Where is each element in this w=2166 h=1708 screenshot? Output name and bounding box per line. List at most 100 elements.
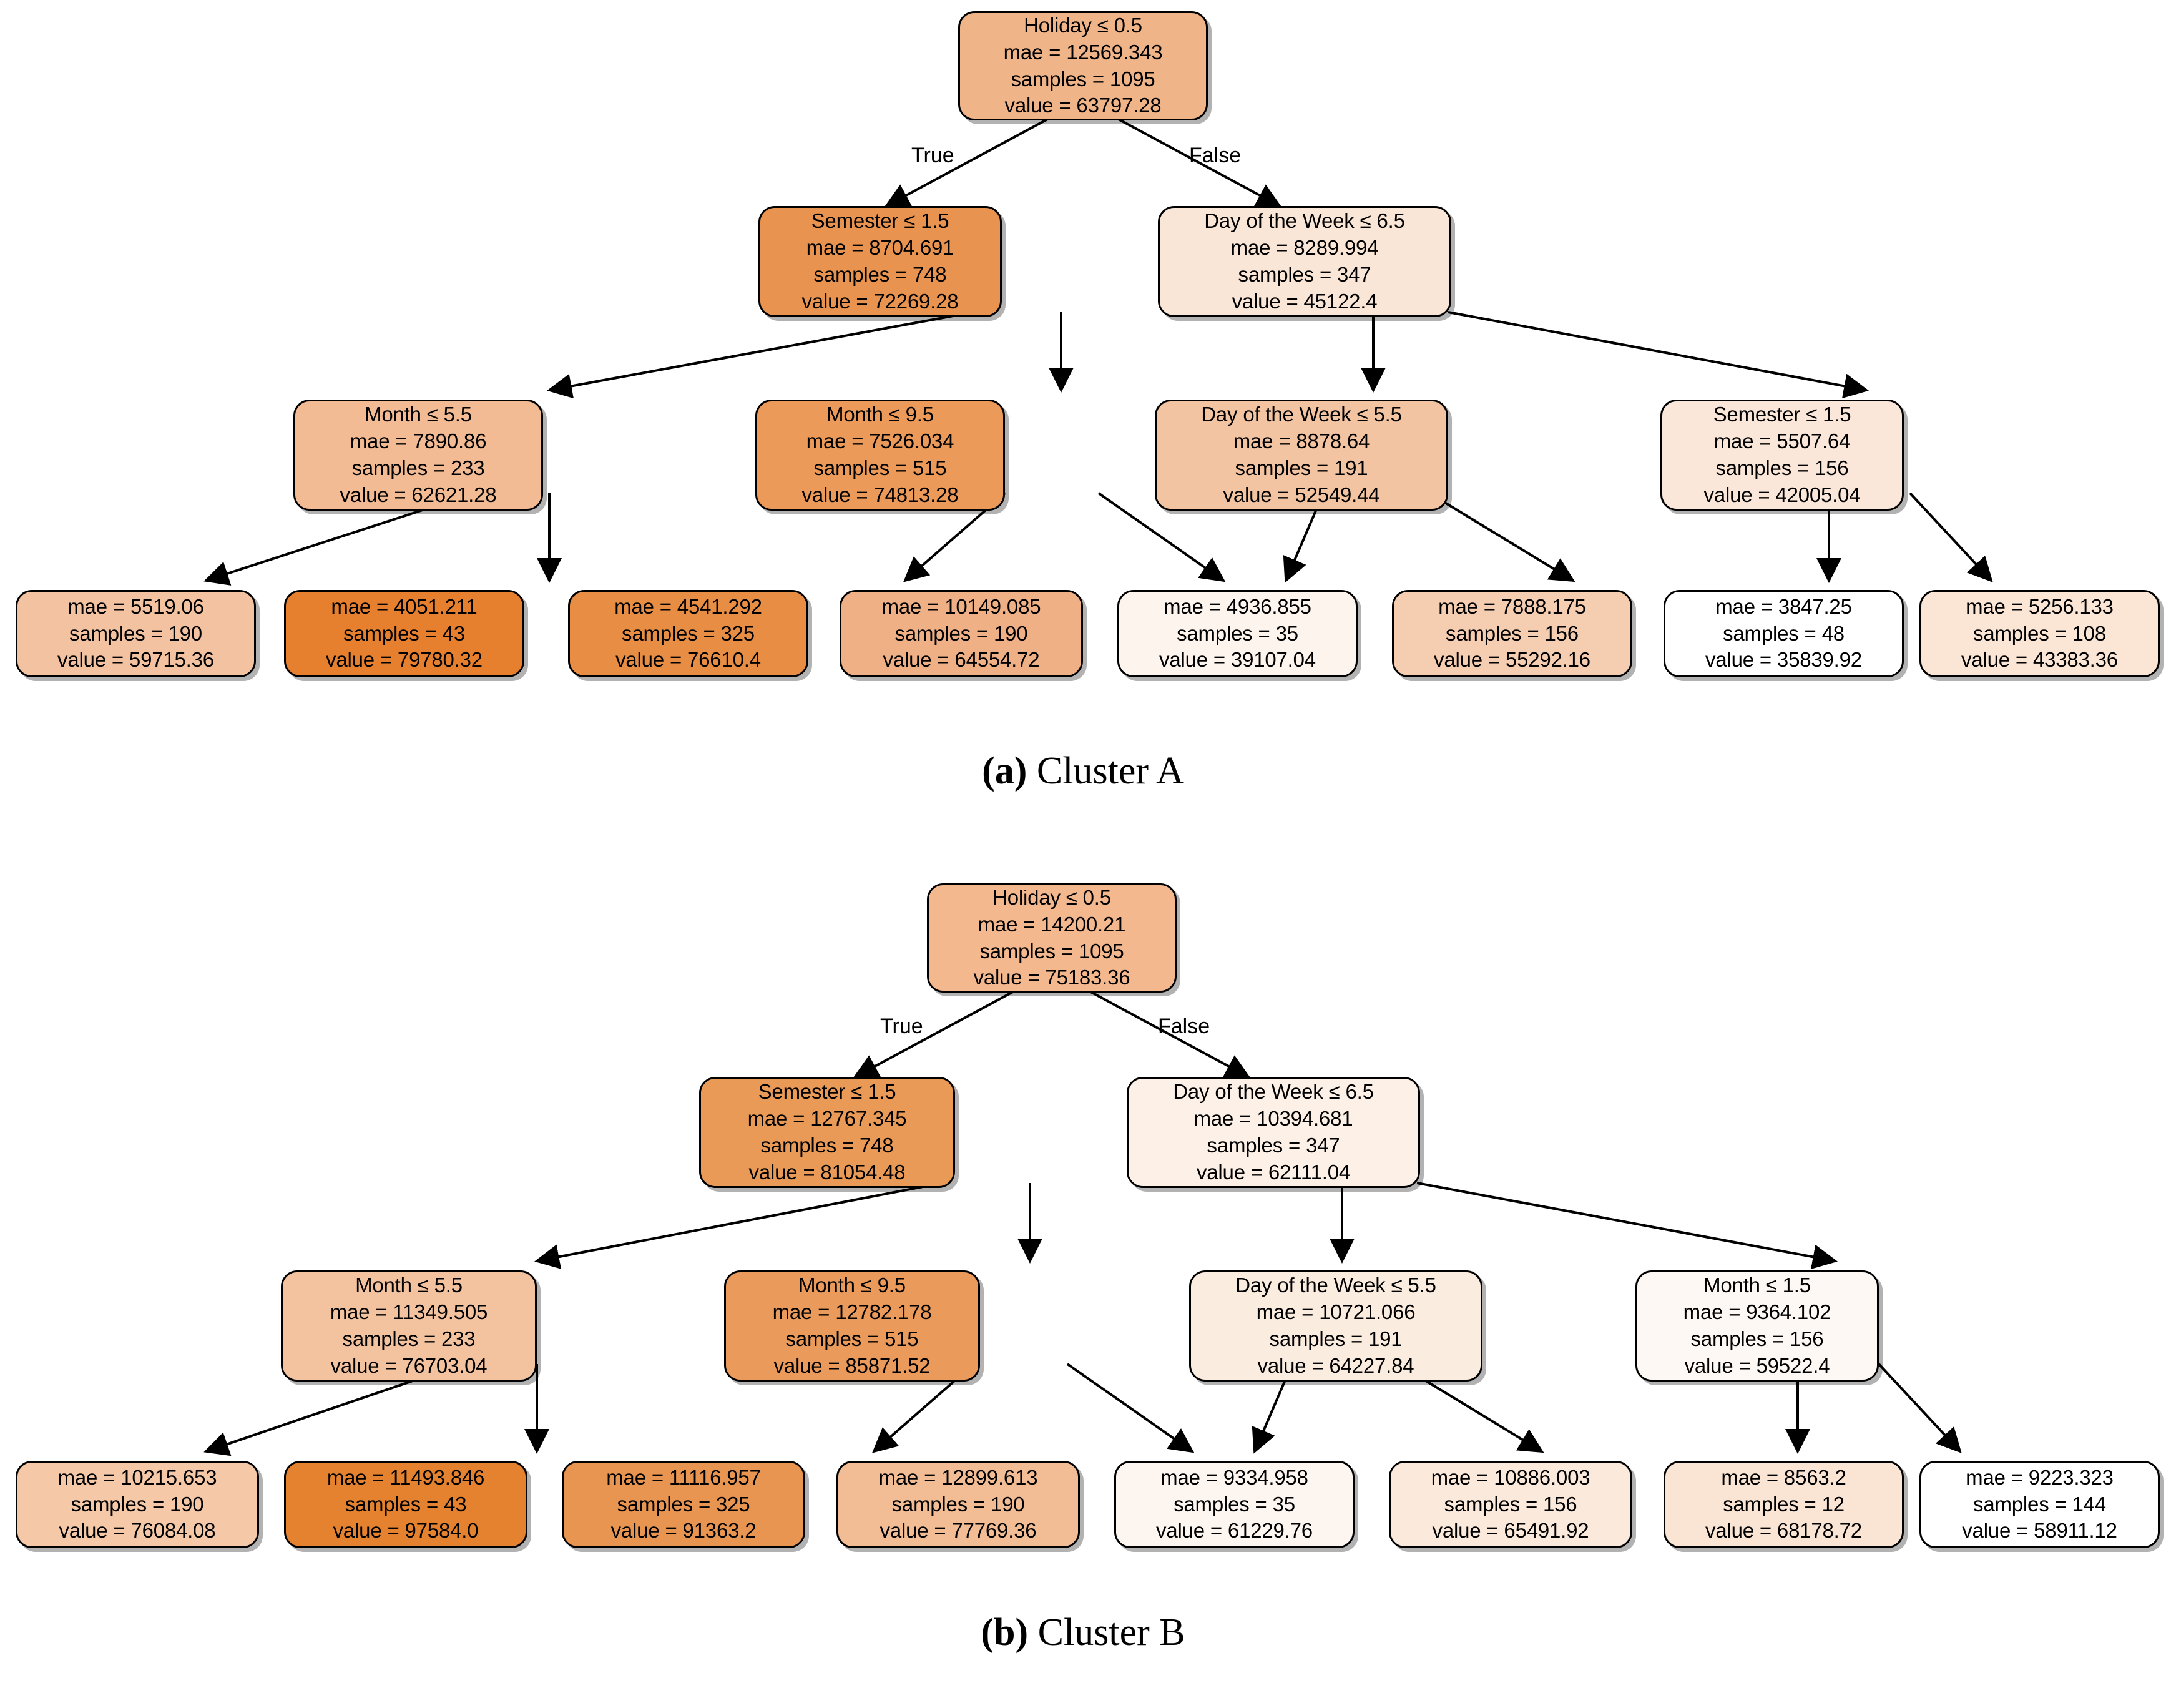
tree-node-leaf[interactable]: mae = 10886.003 samples = 156 value = 65… [1389,1461,1632,1548]
node-mae: mae = 14200.21 [978,912,1126,936]
node-mae: mae = 5519.06 [67,594,204,618]
node-mae: mae = 9364.102 [1683,1300,1831,1324]
node-mae: mae = 7526.034 [806,429,954,453]
caption-text: Cluster A [1027,750,1184,792]
node-samples: samples = 190 [69,621,202,645]
node-samples: samples = 233 [342,1327,476,1350]
node-value: value = 39107.04 [1159,648,1316,672]
tree-node-decision[interactable]: Day of the Week ≤ 5.5 mae = 10721.066 sa… [1189,1270,1482,1382]
node-samples: samples = 35 [1177,621,1298,645]
node-mae: mae = 4541.292 [614,594,762,618]
node-value: value = 79780.32 [326,648,483,672]
node-value: value = 55292.16 [1434,648,1590,672]
node-mae: mae = 12782.178 [772,1300,932,1324]
node-mae: mae = 3847.25 [1715,594,1852,618]
node-value: value = 77769.36 [880,1519,1037,1543]
node-mae: mae = 8563.2 [1721,1465,1846,1489]
tree-node-decision[interactable]: Month ≤ 9.5 mae = 12782.178 samples = 51… [724,1270,980,1382]
node-samples: samples = 144 [1973,1492,2106,1516]
node-value: value = 35839.92 [1705,648,1862,672]
node-value: value = 76703.04 [330,1353,488,1377]
node-mae: mae = 5507.64 [1713,429,1851,453]
node-mae: mae = 5256.133 [1966,594,2114,618]
caption-text: Cluster B [1028,1611,1185,1654]
node-value: value = 62111.04 [1196,1160,1351,1184]
node-samples: samples = 43 [343,621,465,645]
tree-node-leaf[interactable]: mae = 4541.292 samples = 325 value = 766… [568,590,808,677]
node-value: value = 58911.12 [1962,1519,2117,1543]
node-value: value = 97584.0 [333,1519,479,1543]
node-condition: Month ≤ 1.5 [1703,1274,1811,1297]
node-samples: samples = 48 [1723,621,1845,645]
tree-node-leaf[interactable]: mae = 4051.211 samples = 43 value = 7978… [284,590,524,677]
tree-node-leaf[interactable]: mae = 11116.957 samples = 325 value = 91… [562,1461,805,1548]
node-samples: samples = 190 [71,1492,204,1516]
tree-node-root[interactable]: Holiday ≤ 0.5 mae = 12569.343 samples = … [958,11,1208,120]
tree-node-leaf[interactable]: mae = 9223.323 samples = 144 value = 589… [1919,1461,2160,1548]
node-samples: samples = 1095 [1011,67,1155,91]
tree-node-leaf[interactable]: mae = 8563.2 samples = 12 value = 68178.… [1664,1461,1904,1548]
node-samples: samples = 233 [351,456,485,479]
node-mae: mae = 9223.323 [1966,1465,2114,1489]
tree-node-leaf[interactable]: mae = 11493.846 samples = 43 value = 975… [284,1461,527,1548]
tree-node-decision[interactable]: Month ≤ 5.5 mae = 7890.86 samples = 233 … [293,400,543,511]
tree-node-leaf[interactable]: mae = 9334.958 samples = 35 value = 6122… [1114,1461,1355,1548]
node-condition: Day of the Week ≤ 5.5 [1235,1274,1436,1297]
figure-caption-b: (b) Cluster B [0,1611,2166,1655]
node-mae: mae = 12767.345 [747,1107,907,1131]
tree-node-decision[interactable]: Day of the Week ≤ 5.5 mae = 8878.64 samp… [1155,400,1448,511]
tree-node-decision[interactable]: Day of the Week ≤ 6.5 mae = 10394.681 sa… [1127,1077,1420,1188]
edge-label-false: False [1189,144,1242,167]
node-samples: samples = 191 [1235,456,1368,479]
node-mae: mae = 12899.613 [878,1465,1038,1489]
figure-caption-a: (a) Cluster A [0,749,2166,793]
node-condition: Month ≤ 9.5 [798,1274,906,1297]
node-condition: Month ≤ 9.5 [826,403,934,426]
node-condition: Month ≤ 5.5 [355,1274,463,1297]
node-value: value = 42005.04 [1703,483,1861,506]
tree-node-decision[interactable]: Semester ≤ 1.5 mae = 8704.691 samples = … [758,206,1002,317]
node-mae: mae = 12569.343 [1003,40,1163,64]
node-samples: samples = 156 [1690,1327,1824,1350]
tree-node-leaf[interactable]: mae = 10149.085 samples = 190 value = 64… [840,590,1083,677]
node-samples: samples = 156 [1715,456,1849,479]
tree-node-decision[interactable]: Month ≤ 1.5 mae = 9364.102 samples = 156… [1635,1270,1879,1382]
tree-node-leaf[interactable]: mae = 5519.06 samples = 190 value = 5971… [16,590,256,677]
tree-node-leaf[interactable]: mae = 3847.25 samples = 48 value = 35839… [1664,590,1904,677]
node-value: value = 72269.28 [801,289,959,313]
tree-node-decision[interactable]: Semester ≤ 1.5 mae = 12767.345 samples =… [699,1077,955,1188]
tree-node-decision[interactable]: Month ≤ 9.5 mae = 7526.034 samples = 515… [755,400,1005,511]
node-value: value = 81054.48 [748,1160,906,1184]
tree-node-leaf[interactable]: mae = 5256.133 samples = 108 value = 433… [1919,590,2160,677]
caption-label: (b) [981,1611,1029,1654]
node-value: value = 43383.36 [1961,648,2118,672]
node-mae: mae = 9334.958 [1160,1465,1308,1489]
tree-node-decision[interactable]: Semester ≤ 1.5 mae = 5507.64 samples = 1… [1660,400,1904,511]
node-condition: Day of the Week ≤ 6.5 [1204,209,1405,233]
tree-node-leaf[interactable]: mae = 4936.855 samples = 35 value = 3910… [1117,590,1358,677]
node-condition: Semester ≤ 1.5 [758,1080,896,1104]
node-value: value = 63797.28 [1004,94,1162,117]
node-samples: samples = 35 [1174,1492,1295,1516]
node-value: value = 62621.28 [340,483,497,506]
node-samples: samples = 347 [1238,263,1371,286]
node-mae: mae = 11349.505 [330,1300,488,1324]
tree-node-leaf[interactable]: mae = 7888.175 samples = 156 value = 552… [1392,590,1632,677]
node-value: value = 74813.28 [801,483,959,506]
tree-node-leaf[interactable]: mae = 12899.613 samples = 190 value = 77… [836,1461,1080,1548]
node-mae: mae = 4936.855 [1164,594,1311,618]
node-samples: samples = 515 [813,456,947,479]
tree-node-leaf[interactable]: mae = 10215.653 samples = 190 value = 76… [16,1461,259,1548]
edge-label-true: True [911,144,954,167]
tree-node-root[interactable]: Holiday ≤ 0.5 mae = 14200.21 samples = 1… [927,883,1177,993]
node-samples: samples = 748 [813,263,947,286]
node-value: value = 45122.4 [1232,289,1378,313]
node-mae: mae = 10394.681 [1193,1107,1353,1131]
node-value: value = 76084.08 [59,1519,216,1543]
node-condition: Semester ≤ 1.5 [811,209,949,233]
tree-node-decision[interactable]: Day of the Week ≤ 6.5 mae = 8289.994 sam… [1158,206,1451,317]
node-condition: Month ≤ 5.5 [365,403,472,426]
node-mae: mae = 7888.175 [1438,594,1586,618]
node-samples: samples = 190 [891,1492,1025,1516]
tree-node-decision[interactable]: Month ≤ 5.5 mae = 11349.505 samples = 23… [281,1270,537,1382]
